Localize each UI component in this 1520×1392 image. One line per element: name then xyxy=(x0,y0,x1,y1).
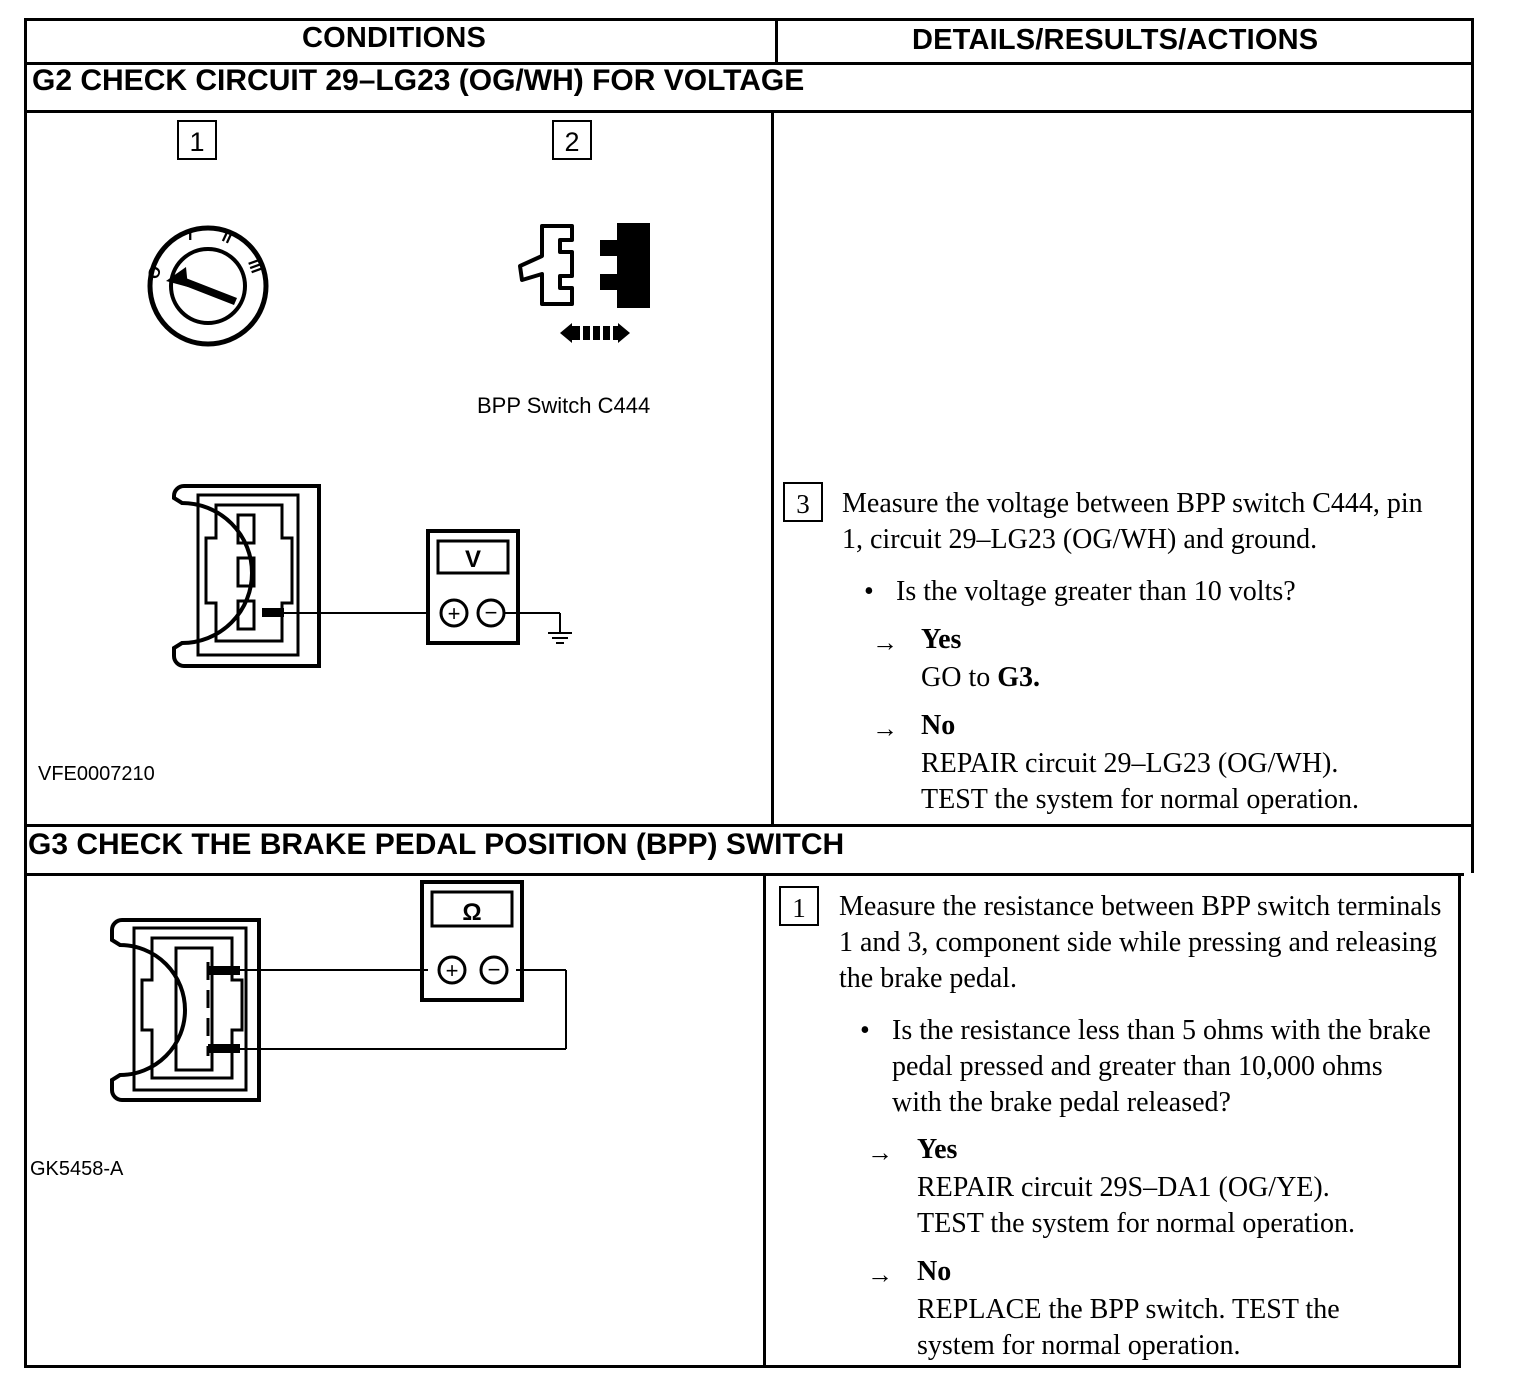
ohmmeter-plus: + xyxy=(446,958,459,983)
g3-figure-id: GK5458-A xyxy=(30,1158,124,1180)
g2-step-1-box: 1 xyxy=(177,120,217,160)
g3-step-1-box: 1 xyxy=(779,886,819,926)
ignition-switch-icon: O I II III xyxy=(145,225,269,347)
g3-yes-label: Yes xyxy=(917,1134,958,1165)
table-top-border xyxy=(24,18,1474,21)
table-left-border xyxy=(24,18,27,1368)
diagnostic-table: CONDITIONS DETAILS/RESULTS/ACTIONS G2 CH… xyxy=(24,18,1474,1368)
voltmeter-symbol: V xyxy=(465,546,481,573)
g3-no-action-line1: REPLACE the BPP switch. TEST the xyxy=(917,1294,1340,1325)
ohmmeter-icon: Ω + − xyxy=(420,880,524,1002)
ignition-label-start: III xyxy=(244,257,265,275)
details-header: DETAILS/RESULTS/ACTIONS xyxy=(912,24,1319,56)
g3-title-top-border xyxy=(24,824,1474,827)
g2-no-action-line2: TEST the system for normal operation. xyxy=(921,784,1360,815)
g2-step-3-box: 3 xyxy=(783,482,823,522)
header-divider xyxy=(775,18,778,64)
g2-section-title: G2 CHECK CIRCUIT 29–LG23 (OG/WH) FOR VOL… xyxy=(32,64,805,97)
g2-title-bottom-border xyxy=(24,110,1474,113)
voltmeter-icon: V + − xyxy=(426,529,572,645)
table-right-border-lower xyxy=(1458,873,1461,1368)
bpp-switch-caption: BPP Switch C444 xyxy=(477,393,651,418)
ohmmeter-symbol: Ω xyxy=(462,899,481,926)
g3-no-label: No xyxy=(917,1256,952,1287)
g2-yes-label: Yes xyxy=(921,624,962,655)
g3-yes-action-line1: REPAIR circuit 29S–DA1 (OG/YE). xyxy=(917,1172,1330,1203)
g3-connector-diagram xyxy=(110,918,567,1102)
g2-yes-target: G3. xyxy=(997,662,1041,693)
g3-yes-arrow-icon: → xyxy=(867,1138,893,1167)
conditions-header: CONDITIONS xyxy=(302,22,487,54)
table-bottom-border xyxy=(24,1365,1460,1368)
g3-column-divider xyxy=(763,873,766,1368)
g2-column-divider xyxy=(771,110,774,826)
g2-step-3-text: Measure the voltage between BPP switch C… xyxy=(842,488,1423,555)
g3-no-arrow-icon: → xyxy=(867,1260,893,1289)
voltmeter-minus: − xyxy=(485,600,498,625)
g3-bullet-icon: • xyxy=(860,1015,870,1046)
g3-step-1-text: Measure the resistance between BPP switc… xyxy=(839,891,1442,994)
table-right-border xyxy=(1471,18,1474,873)
ohmmeter-minus: − xyxy=(488,957,501,982)
voltmeter-plus: + xyxy=(448,601,461,626)
g3-no-action-line2: system for normal operation. xyxy=(917,1330,1241,1361)
g3-yes-action-line2: TEST the system for normal operation. xyxy=(917,1208,1356,1239)
ignition-label-acc: I xyxy=(188,227,192,244)
g3-title-bottom-border xyxy=(24,873,1464,876)
g2-connector-diagram xyxy=(172,484,430,668)
g2-no-label: No xyxy=(921,710,956,741)
g2-yes-action: GO to G3. xyxy=(921,662,1041,693)
g2-yes-arrow-icon: → xyxy=(872,628,898,657)
g2-step-2-box: 2 xyxy=(552,120,592,160)
header-bottom-border xyxy=(24,62,1474,65)
g2-figure-id: VFE0007210 xyxy=(38,763,155,785)
g2-question: Is the voltage greater than 10 volts? xyxy=(896,576,1296,607)
g2-bullet-icon: • xyxy=(864,576,874,607)
g3-question: Is the resistance less than 5 ohms with … xyxy=(892,1015,1431,1118)
ignition-label-off: O xyxy=(145,264,165,282)
connector-disconnect-icon xyxy=(518,223,650,343)
g3-section-title: G3 CHECK THE BRAKE PEDAL POSITION (BPP) … xyxy=(28,828,845,861)
g2-no-arrow-icon: → xyxy=(872,714,898,743)
g2-no-action-line1: REPAIR circuit 29–LG23 (OG/WH). xyxy=(921,748,1339,779)
